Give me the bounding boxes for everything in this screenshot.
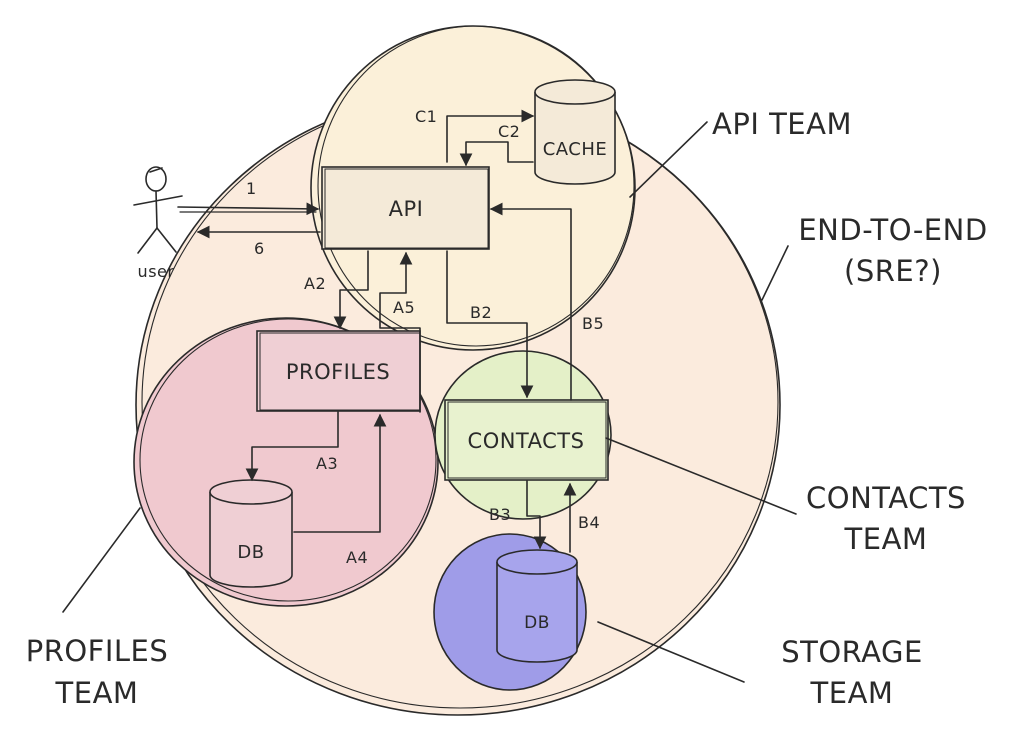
api-team-label: API TEAM [712, 107, 852, 141]
cache-cylinder[interactable]: CACHE [534, 79, 616, 185]
contacts-db-label: DB [524, 613, 550, 633]
edge-b5: B5 [489, 202, 604, 401]
edge-b2: B2 [446, 250, 534, 399]
contacts-db-cylinder[interactable]: DB [496, 549, 578, 663]
user-icon: user [133, 166, 183, 281]
edge-b2-label: B2 [470, 303, 492, 322]
edge-b4-label: B4 [578, 513, 600, 532]
edge-a4-label: A4 [346, 548, 368, 567]
edge-c2: C2 [459, 122, 534, 167]
profiles-team-label-line1: PROFILES [26, 634, 169, 668]
profiles-box[interactable]: PROFILES [256, 330, 421, 412]
cache-label: CACHE [543, 139, 608, 160]
contacts-box[interactable]: CONTACTS [444, 399, 609, 481]
edge-a5-label: A5 [393, 298, 415, 317]
contacts-team-label-line2: TEAM [844, 522, 928, 556]
edge-a3: A3 [245, 411, 339, 482]
user-label: user [138, 262, 175, 281]
contacts-label: CONTACTS [468, 429, 585, 453]
edge-a4: A4 [293, 413, 387, 567]
edge-a3-label: A3 [316, 454, 338, 473]
end-to-end-label-line2: (SRE?) [844, 254, 942, 288]
edge-1: 1 [177, 179, 320, 216]
edge-1-label: 1 [246, 179, 257, 198]
edge-a2: A2 [304, 250, 369, 330]
api-box[interactable]: API [321, 166, 490, 250]
edge-a5: A5 [379, 251, 421, 413]
contacts-team-label-line1: CONTACTS [806, 481, 966, 515]
edge-a2-label: A2 [304, 274, 326, 293]
profiles-db-cylinder[interactable]: DB [209, 479, 293, 588]
edge-c1-label: C1 [415, 107, 437, 126]
edge-b4: B4 [563, 482, 600, 553]
end-to-end-label-line1: END-TO-END [798, 213, 987, 247]
edge-6-label: 6 [254, 239, 265, 258]
edge-b5-label: B5 [582, 314, 604, 333]
profiles-label: PROFILES [286, 360, 390, 384]
edge-b3-label: B3 [489, 505, 511, 524]
edge-6: 6 [196, 225, 321, 258]
api-label: API [389, 197, 424, 221]
edge-c2-label: C2 [498, 122, 520, 141]
storage-team-label-line2: TEAM [810, 676, 894, 710]
edge-c1: C1 [415, 107, 535, 163]
edge-b3: B3 [489, 480, 547, 550]
callout-lines [62, 121, 797, 683]
profiles-team-label-line2: TEAM [55, 676, 139, 710]
profiles-db-label: DB [237, 542, 264, 563]
storage-team-label-line1: STORAGE [781, 635, 923, 669]
